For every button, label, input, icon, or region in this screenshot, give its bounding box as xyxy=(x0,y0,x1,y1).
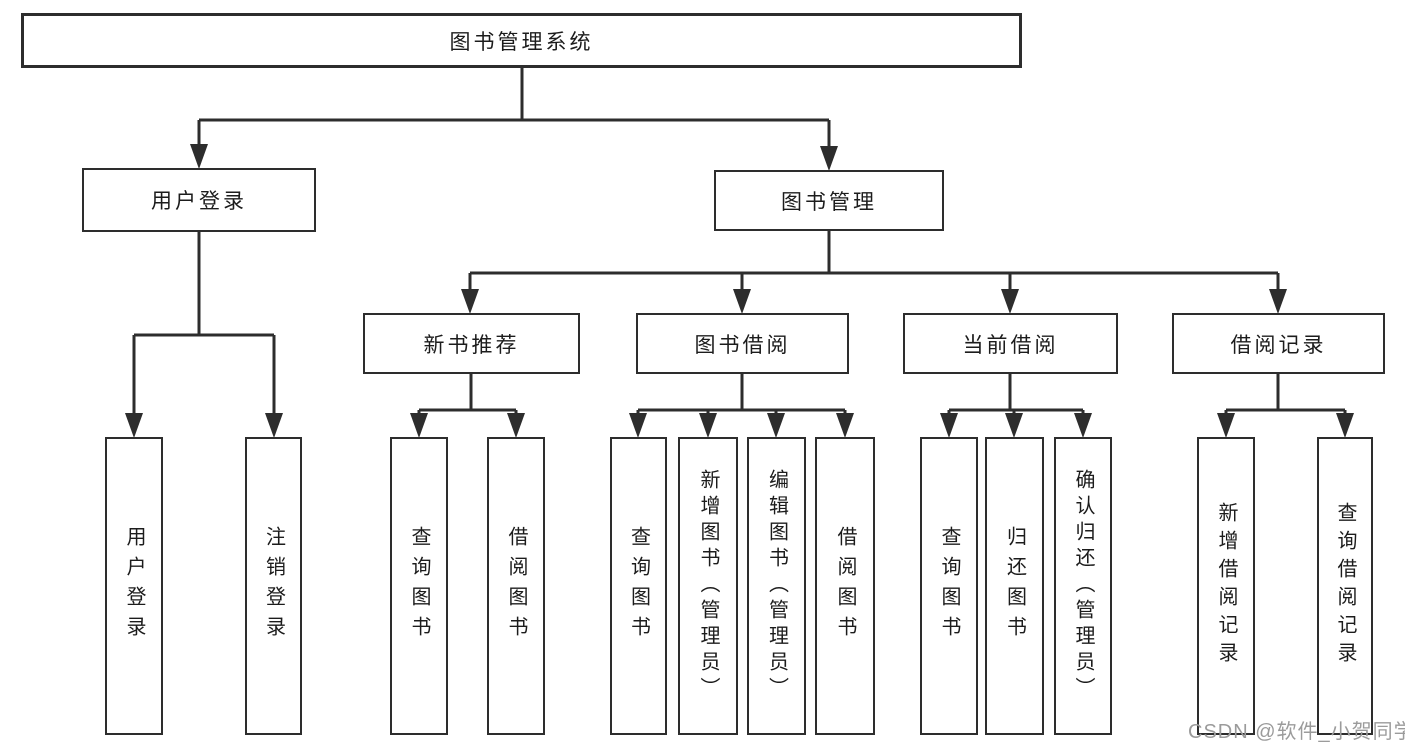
arrowhead-leaf-br-query xyxy=(1336,413,1354,438)
arrowhead-leaf-br-add xyxy=(1217,413,1235,438)
node-user-login-label: 用户登录 xyxy=(151,190,247,213)
arrowhead-leaf-cb-query xyxy=(940,413,958,438)
leaf-cb-confirm-return: 确认归还（管理员） xyxy=(1054,437,1112,735)
node-new-book-rec: 新书推荐 xyxy=(363,313,580,374)
arrowhead-current-borrow xyxy=(1001,289,1019,314)
arrowhead-user-login xyxy=(190,144,208,169)
node-root-label: 图书管理系统 xyxy=(449,30,594,54)
leaf-bb-edit-book-label: 编辑图书（管理员） xyxy=(765,469,788,703)
leaf-rec-query-book: 查询图书 xyxy=(390,437,448,735)
node-borrow-record: 借阅记录 xyxy=(1172,313,1385,374)
leaf-br-add-record-label: 新增借阅记录 xyxy=(1215,502,1237,670)
node-current-borrow: 当前借阅 xyxy=(903,313,1118,374)
leaf-cb-query-book: 查询图书 xyxy=(920,437,978,735)
arrowhead-leaf-rec-query xyxy=(410,413,428,438)
node-user-login: 用户登录 xyxy=(82,168,316,232)
leaf-cb-query-book-label: 查询图书 xyxy=(938,526,960,646)
arrowhead-leaf-bb-borrow xyxy=(836,413,854,438)
leaf-rec-borrow-book-label: 借阅图书 xyxy=(505,526,527,646)
arrowhead-leaf-bb-add xyxy=(699,413,717,438)
leaf-rec-borrow-book: 借阅图书 xyxy=(487,437,545,735)
csdn-watermark: CSDN @软件_小贺同学 xyxy=(1188,721,1405,743)
arrowhead-leaf-cb-confirm xyxy=(1074,413,1092,438)
arrowheads xyxy=(125,144,1354,438)
leaf-cb-return-book: 归还图书 xyxy=(985,437,1044,735)
leaf-bb-query-book-label: 查询图书 xyxy=(627,526,650,646)
arrowhead-leaf-rec-borrow xyxy=(507,413,525,438)
connector-strokes xyxy=(132,66,1347,430)
arrowhead-book-mgmt xyxy=(820,146,838,171)
node-book-borrow: 图书借阅 xyxy=(636,313,849,374)
node-borrow-record-label: 借阅记录 xyxy=(1230,333,1327,357)
leaf-br-query-record: 查询借阅记录 xyxy=(1317,437,1373,735)
leaf-logout-label: 注销登录 xyxy=(262,526,285,646)
leaf-bb-query-book: 查询图书 xyxy=(610,437,667,735)
leaf-rec-query-book-label: 查询图书 xyxy=(408,526,430,646)
leaf-logout: 注销登录 xyxy=(245,437,302,735)
arrowhead-leaf-bb-edit xyxy=(767,413,785,438)
leaf-user-login: 用户登录 xyxy=(105,437,163,735)
node-new-book-rec-label: 新书推荐 xyxy=(423,333,520,357)
arrowhead-leaf-bb-query xyxy=(629,413,647,438)
arrowhead-leaf-user-login xyxy=(125,413,143,438)
arrowhead-leaf-cb-return xyxy=(1005,413,1023,438)
arrowhead-new-book-rec xyxy=(461,289,479,314)
node-book-borrow-label: 图书借阅 xyxy=(694,333,791,357)
leaf-bb-add-book-label: 新增图书（管理员） xyxy=(697,469,719,703)
leaf-bb-borrow-book-label: 借阅图书 xyxy=(834,526,856,646)
node-current-borrow-label: 当前借阅 xyxy=(962,333,1059,357)
arrowhead-leaf-logout xyxy=(265,413,283,438)
leaf-bb-edit-book: 编辑图书（管理员） xyxy=(747,437,806,735)
leaf-br-add-record: 新增借阅记录 xyxy=(1197,437,1255,735)
leaf-bb-borrow-book: 借阅图书 xyxy=(815,437,875,735)
arrowhead-book-borrow xyxy=(733,289,751,314)
leaf-cb-confirm-return-label: 确认归还（管理员） xyxy=(1072,469,1094,703)
leaf-br-query-record-label: 查询借阅记录 xyxy=(1334,502,1356,670)
leaf-user-login-label: 用户登录 xyxy=(123,526,145,646)
node-book-mgmt: 图书管理 xyxy=(714,170,944,231)
leaf-bb-add-book: 新增图书（管理员） xyxy=(678,437,738,735)
node-root-system: 图书管理系统 xyxy=(21,13,1022,68)
node-book-mgmt-label: 图书管理 xyxy=(781,190,877,214)
leaf-cb-return-book-label: 归还图书 xyxy=(1003,526,1026,646)
arrowhead-borrow-record xyxy=(1269,289,1287,314)
